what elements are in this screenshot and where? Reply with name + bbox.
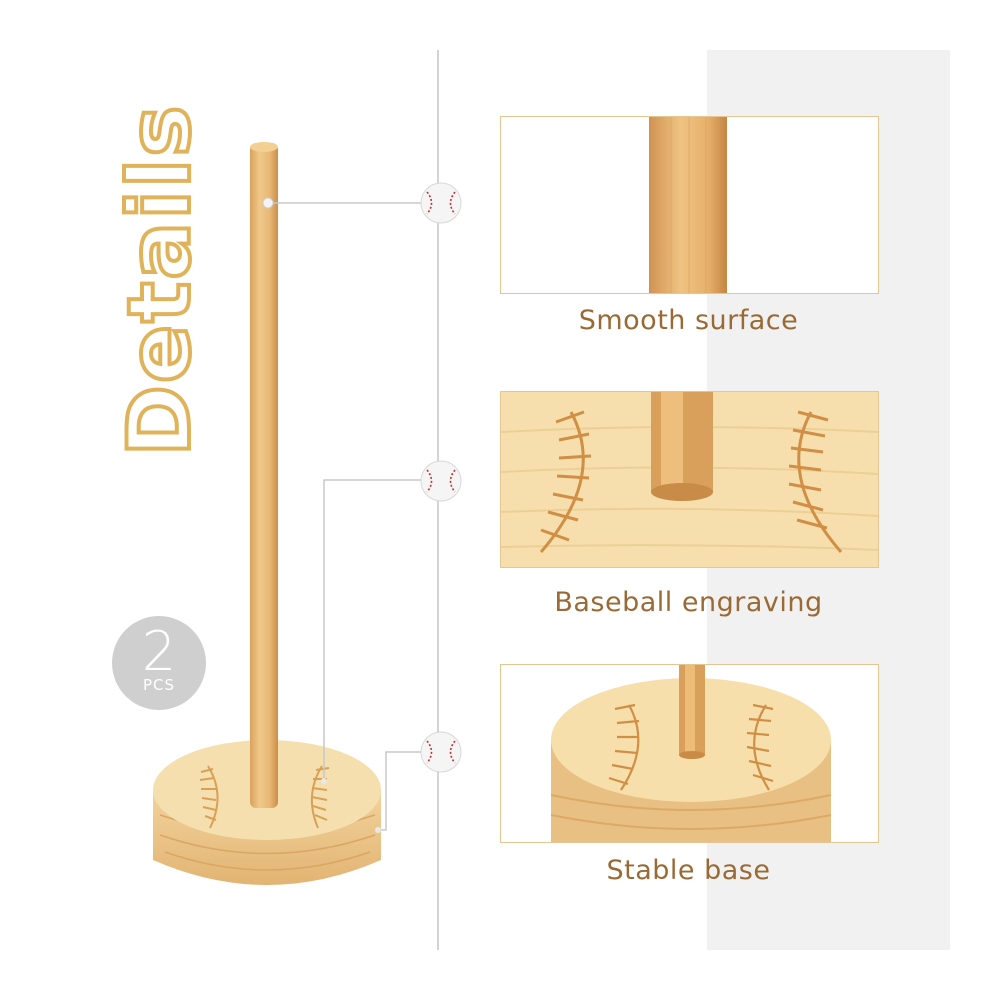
detail-photo-baseball-engraving <box>500 391 879 568</box>
baseball-stitch-icon <box>608 703 774 791</box>
wooden-dowel <box>250 143 278 808</box>
baseball-engraving-icon <box>199 765 330 829</box>
detail-photo-stable-base <box>500 664 879 843</box>
caption-baseball-engraving: Baseball engraving <box>554 587 823 618</box>
baseball-marker-icon <box>420 731 462 773</box>
quantity-badge: 2 PCS <box>112 616 206 710</box>
quantity-unit: PCS <box>142 676 176 694</box>
caption-smooth-surface: Smooth surface <box>578 305 799 336</box>
caption-stable-base: Stable base <box>606 855 771 886</box>
baseball-stitch-icon <box>539 410 843 553</box>
baseball-marker-icon <box>420 460 462 502</box>
baseball-marker-icon <box>420 182 462 224</box>
detail-photo-smooth-surface <box>500 116 879 294</box>
quantity-number: 2 <box>141 620 177 683</box>
product-illustration <box>153 142 425 885</box>
